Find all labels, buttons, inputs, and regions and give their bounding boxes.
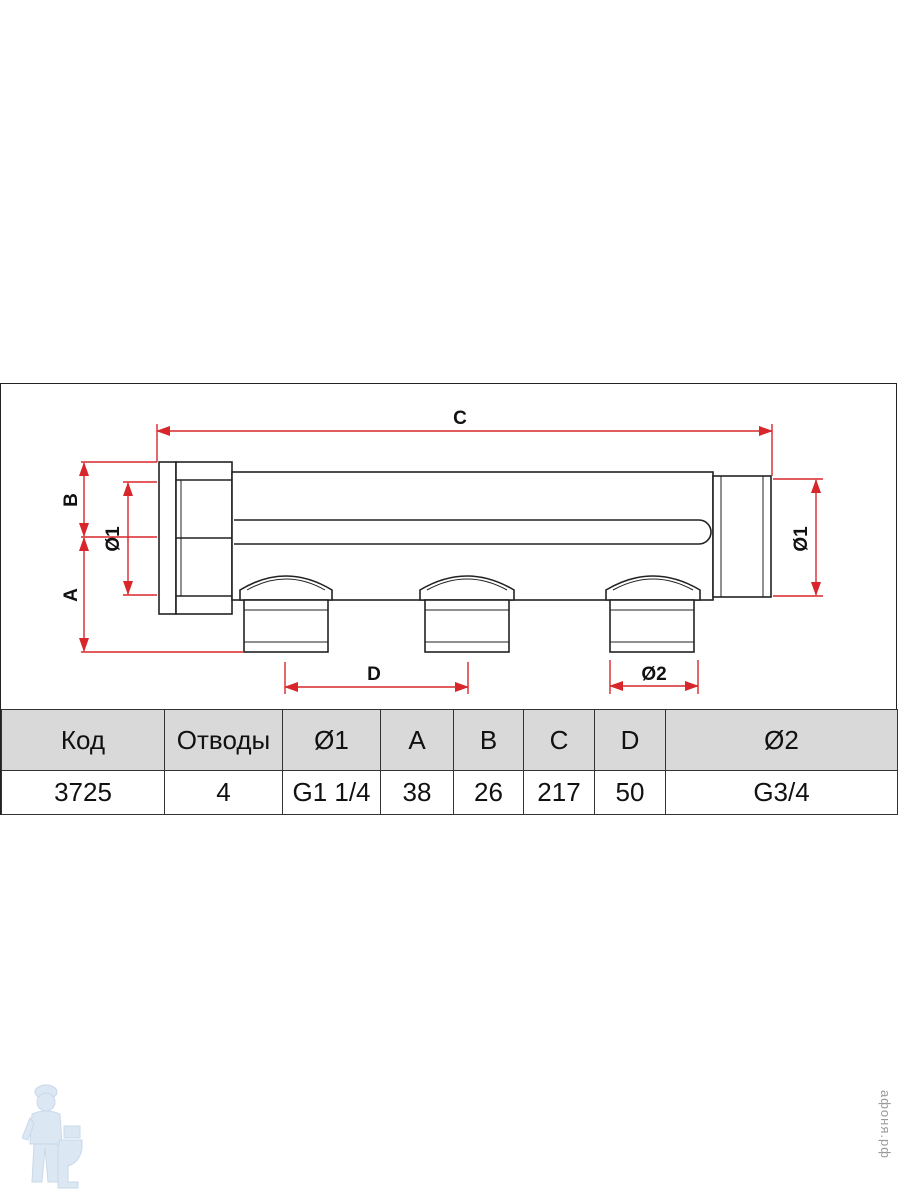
header-code: Код — [1, 709, 165, 771]
plumber-mascot-icon — [22, 1084, 83, 1189]
label-diameter-1-right: Ø1 — [791, 526, 812, 552]
table-row: 3725 4 G1 1/4 38 26 217 50 G3/4 — [1, 770, 898, 815]
cell-code: 3725 — [1, 770, 165, 815]
label-c: C — [453, 408, 467, 429]
cell-a: 38 — [380, 770, 454, 815]
header-b: B — [453, 709, 524, 771]
label-a: A — [61, 588, 82, 602]
header-diameter-1: Ø1 — [282, 709, 381, 771]
cell-b: 26 — [453, 770, 524, 815]
watermark-text: афоня.рф — [878, 1090, 893, 1159]
label-b: B — [61, 493, 82, 507]
cell-diameter-2: G3/4 — [665, 770, 898, 815]
outlet-1 — [239, 575, 333, 653]
table-header-row: Код Отводы Ø1 A B C D Ø2 — [1, 709, 898, 771]
header-a: A — [380, 709, 454, 771]
label-diameter-1-left: Ø1 — [103, 526, 124, 552]
outlet-2 — [419, 575, 515, 653]
header-c: C — [523, 709, 595, 771]
header-d: D — [594, 709, 666, 771]
cell-diameter-1: G1 1/4 — [282, 770, 381, 815]
header-outlets: Отводы — [164, 709, 283, 771]
outlet-3 — [605, 575, 701, 653]
cell-d: 50 — [594, 770, 666, 815]
header-diameter-2: Ø2 — [665, 709, 898, 771]
label-diameter-2: Ø2 — [641, 664, 666, 685]
technical-drawing: C B A Ø1 Ø1 D Ø2 — [61, 408, 823, 694]
cell-outlets: 4 — [164, 770, 283, 815]
manifold-body — [158, 461, 772, 615]
spec-table: Код Отводы Ø1 A B C D Ø2 3725 4 G1 1/4 3… — [1, 709, 898, 815]
dimension-lines — [79, 424, 823, 694]
label-d: D — [367, 664, 381, 685]
drawing-frame: C B A Ø1 Ø1 D Ø2 Код Отводы Ø1 A B C D Ø… — [0, 383, 898, 815]
cell-c: 217 — [523, 770, 595, 815]
